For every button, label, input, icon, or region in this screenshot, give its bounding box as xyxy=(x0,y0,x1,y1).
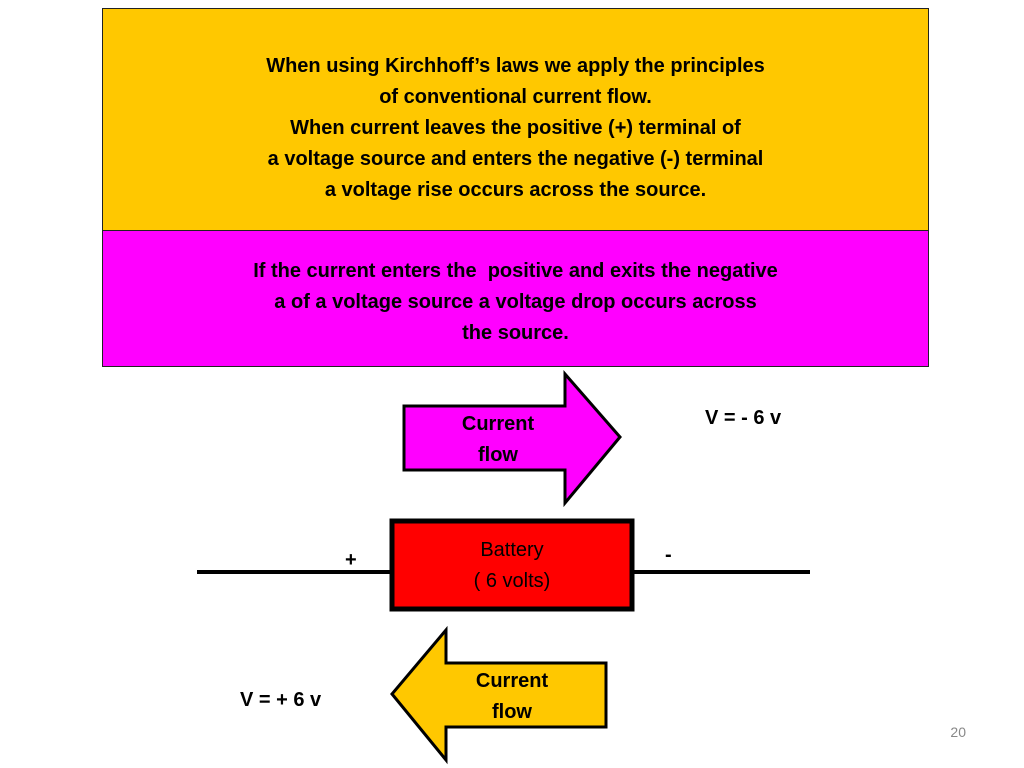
battery-label-line1: Battery xyxy=(480,539,544,561)
rule-line-5: a voltage rise occurs across the source. xyxy=(324,179,707,201)
rule-line-2: of conventional current flow. xyxy=(379,86,652,108)
current-flow-right-arrow xyxy=(402,370,622,508)
rule-line-3: When current leaves the positive (+) ter… xyxy=(290,117,741,139)
rule-line-4: a voltage source and enters the negative… xyxy=(267,148,764,170)
left-arrow-label-line1: Current xyxy=(475,670,549,692)
positive-terminal-label: + xyxy=(345,549,357,571)
voltage-drop-label: V = - 6 v xyxy=(705,407,782,429)
rule-line-1: When using Kirchhoff’s laws we apply the… xyxy=(266,55,765,77)
drop-line-1: If the current enters the positive and e… xyxy=(253,260,778,282)
battery-label-line2: ( 6 volts) xyxy=(473,570,551,592)
negative-terminal-label: - xyxy=(665,544,672,566)
battery-box xyxy=(389,518,635,612)
voltage-drop-rule-box: If the current enters the positive and e… xyxy=(102,230,929,367)
right-arrow-label-line2: flow xyxy=(478,444,518,466)
conventional-current-rule-box: When using Kirchhoff’s laws we apply the… xyxy=(102,8,929,231)
drop-line-2: a of a voltage source a voltage drop occ… xyxy=(274,291,757,313)
voltage-rise-label: V = + 6 v xyxy=(240,689,322,711)
drop-line-3: the source. xyxy=(462,322,569,344)
current-flow-left-arrow xyxy=(390,625,608,765)
battery-label: Battery ( 6 volts) xyxy=(432,535,592,597)
right-arrow-label-line1: Current xyxy=(461,413,535,435)
left-arrow-label: Current flow xyxy=(432,666,592,728)
left-arrow-label-line2: flow xyxy=(492,701,532,723)
slide-number: 20 xyxy=(950,724,966,740)
right-arrow-label: Current flow xyxy=(418,409,578,471)
